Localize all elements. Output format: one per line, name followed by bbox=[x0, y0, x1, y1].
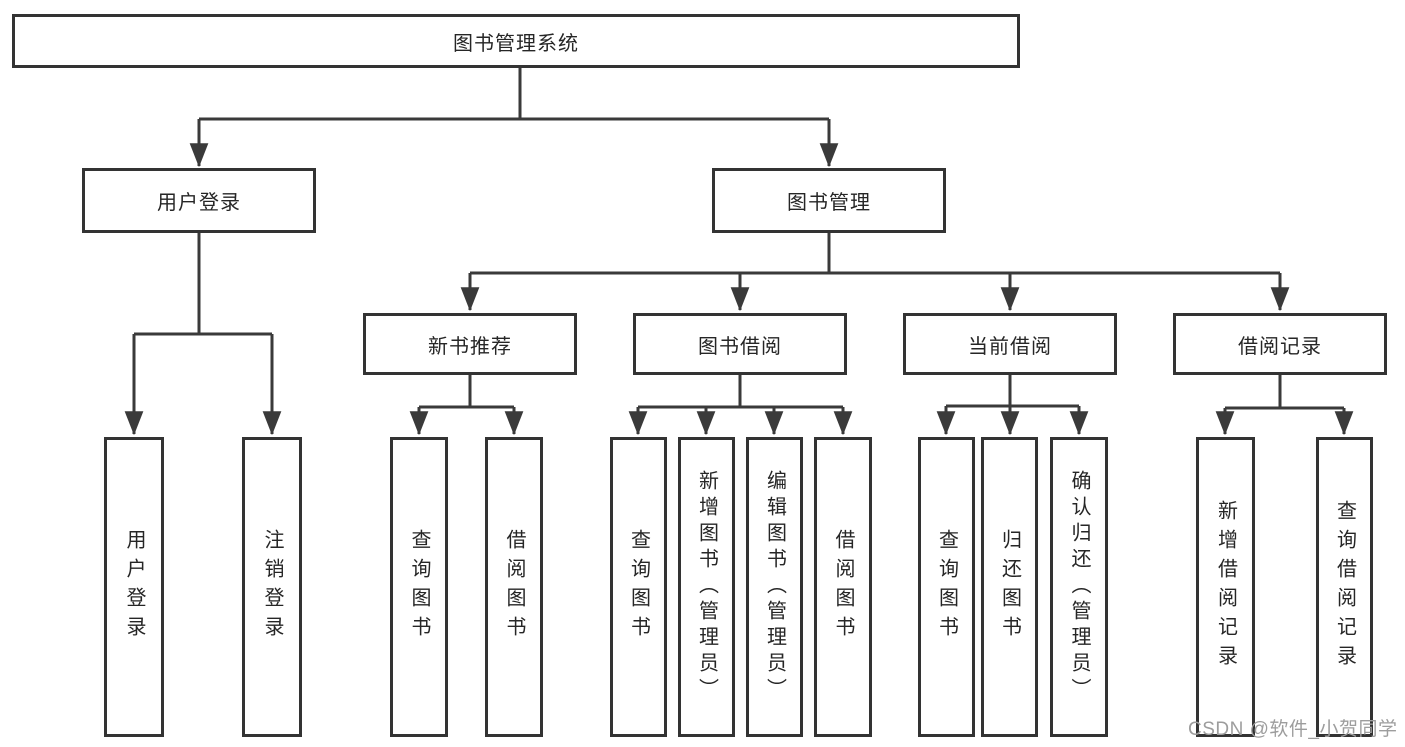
leaf-borrow-books-1-label: 借阅图书 bbox=[503, 529, 525, 645]
node-root-label: 图书管理系统 bbox=[453, 32, 579, 55]
leaf-query-books-1: 查询图书 bbox=[390, 437, 448, 737]
leaf-query-books-2-label: 查询图书 bbox=[627, 529, 650, 645]
node-borrow-records-label: 借阅记录 bbox=[1238, 335, 1322, 358]
node-current-borrow-label: 当前借阅 bbox=[968, 335, 1052, 358]
leaf-confirm-return-admin: 确认归还（管理员） bbox=[1050, 437, 1108, 737]
node-current-borrow: 当前借阅 bbox=[903, 313, 1117, 375]
leaf-logout: 注销登录 bbox=[242, 437, 302, 737]
leaf-add-borrow-record: 新增借阅记录 bbox=[1196, 437, 1255, 737]
node-root: 图书管理系统 bbox=[12, 14, 1020, 68]
connectors bbox=[124, 68, 1354, 436]
leaf-add-book-admin: 新增图书（管理员） bbox=[678, 437, 735, 737]
leaf-borrow-books-1: 借阅图书 bbox=[485, 437, 543, 737]
leaf-add-borrow-record-label: 新增借阅记录 bbox=[1214, 500, 1237, 674]
node-book-management: 图书管理 bbox=[712, 168, 946, 233]
watermark: CSDN @软件_小贺同学 bbox=[1188, 719, 1398, 740]
node-user-login-label: 用户登录 bbox=[157, 192, 241, 214]
leaf-user-login: 用户登录 bbox=[104, 437, 164, 737]
leaf-query-borrow-record: 查询借阅记录 bbox=[1316, 437, 1373, 737]
node-new-book-recommend: 新书推荐 bbox=[363, 313, 577, 375]
node-book-borrow: 图书借阅 bbox=[633, 313, 847, 375]
leaf-return-book: 归还图书 bbox=[981, 437, 1038, 737]
node-book-management-label: 图书管理 bbox=[787, 192, 871, 214]
leaf-user-login-label: 用户登录 bbox=[123, 529, 145, 645]
leaf-logout-label: 注销登录 bbox=[261, 529, 283, 645]
leaf-query-borrow-record-label: 查询借阅记录 bbox=[1333, 500, 1356, 674]
leaf-query-books-1-label: 查询图书 bbox=[408, 529, 430, 645]
leaf-return-book-label: 归还图书 bbox=[998, 529, 1021, 645]
node-borrow-records: 借阅记录 bbox=[1173, 313, 1387, 375]
node-user-login: 用户登录 bbox=[82, 168, 316, 233]
leaf-borrow-books-2-label: 借阅图书 bbox=[832, 529, 854, 645]
node-book-borrow-label: 图书借阅 bbox=[698, 335, 782, 358]
leaf-edit-book-admin-label: 编辑图书（管理员） bbox=[763, 470, 786, 704]
leaf-borrow-books-2: 借阅图书 bbox=[814, 437, 872, 737]
leaf-edit-book-admin: 编辑图书（管理员） bbox=[746, 437, 803, 737]
leaf-query-books-2: 查询图书 bbox=[610, 437, 667, 737]
node-new-book-recommend-label: 新书推荐 bbox=[428, 335, 512, 358]
leaf-confirm-return-admin-label: 确认归还（管理员） bbox=[1068, 470, 1090, 704]
leaf-add-book-admin-label: 新增图书（管理员） bbox=[695, 470, 718, 704]
leaf-query-books-3: 查询图书 bbox=[918, 437, 975, 737]
leaf-query-books-3-label: 查询图书 bbox=[935, 529, 958, 645]
